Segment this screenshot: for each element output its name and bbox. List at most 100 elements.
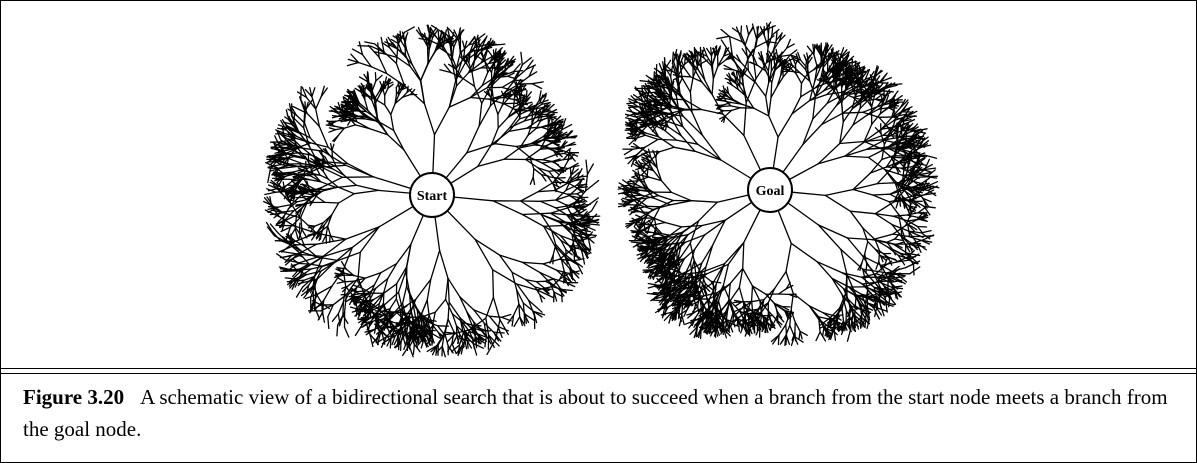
tree-branch bbox=[357, 61, 372, 68]
tree-branch bbox=[540, 213, 559, 222]
tree-branch bbox=[509, 120, 525, 129]
tree-branch bbox=[395, 265, 408, 285]
tree-branch bbox=[712, 65, 719, 80]
tree-branch bbox=[742, 301, 754, 313]
tree-branch bbox=[488, 315, 499, 328]
tree-branch bbox=[745, 312, 753, 315]
tree-branch bbox=[699, 320, 707, 329]
tree-branch bbox=[390, 113, 395, 131]
tree-branch bbox=[538, 94, 547, 101]
tree-branch bbox=[429, 26, 437, 38]
tree-branch bbox=[288, 127, 300, 133]
tree-branch bbox=[507, 109, 519, 119]
tree-branch bbox=[358, 76, 368, 82]
tree-branch bbox=[480, 52, 486, 63]
tree-branch bbox=[845, 321, 852, 333]
tree-branch bbox=[365, 116, 379, 122]
tree-branch bbox=[447, 345, 454, 354]
tree-branch bbox=[373, 51, 386, 55]
tree-branch bbox=[824, 194, 851, 212]
tree-branch bbox=[644, 138, 659, 149]
tree-branch bbox=[473, 34, 479, 49]
tree-branch bbox=[401, 31, 406, 41]
tree-branch bbox=[269, 154, 282, 171]
tree-branch bbox=[477, 158, 505, 168]
tree-branch bbox=[773, 302, 779, 313]
tree-branch bbox=[515, 289, 524, 304]
tree-branch bbox=[852, 182, 879, 191]
tree-branch bbox=[314, 229, 320, 236]
tree-branch bbox=[408, 336, 415, 348]
tree-branch bbox=[400, 86, 408, 91]
tree-branch bbox=[288, 268, 305, 283]
tree-branch bbox=[691, 305, 699, 313]
tree-branch bbox=[468, 62, 473, 73]
tree-branch bbox=[573, 253, 581, 261]
tree-branch bbox=[568, 224, 579, 241]
tree-branch bbox=[555, 195, 570, 201]
tree-branch bbox=[644, 242, 657, 245]
tree-branch bbox=[266, 196, 274, 207]
tree-branch bbox=[825, 327, 830, 338]
tree-branch bbox=[705, 244, 714, 268]
tree-branch bbox=[289, 192, 294, 202]
tree-branch bbox=[552, 278, 562, 291]
tree-branch bbox=[560, 141, 568, 148]
tree-branch bbox=[536, 285, 553, 291]
tree-branch bbox=[916, 216, 929, 221]
tree-branch bbox=[301, 284, 310, 293]
tree-branch bbox=[840, 248, 864, 270]
tree-branch bbox=[720, 159, 752, 180]
tree-branch bbox=[549, 212, 571, 226]
tree-branch bbox=[358, 290, 366, 299]
tree-branch bbox=[310, 278, 318, 299]
tree-branch bbox=[918, 144, 932, 149]
tree-branch bbox=[851, 320, 860, 328]
tree-branch bbox=[690, 200, 718, 203]
tree-branch bbox=[579, 210, 593, 220]
tree-branch bbox=[357, 103, 367, 113]
tree-branch bbox=[851, 320, 854, 331]
tree-branch bbox=[927, 181, 939, 187]
tree-branch bbox=[705, 263, 730, 275]
tree-branch bbox=[319, 225, 329, 233]
tree-branch bbox=[547, 116, 557, 119]
tree-branch bbox=[320, 186, 337, 193]
tree-branch bbox=[907, 223, 911, 237]
tree-branch bbox=[793, 335, 804, 343]
tree-branch bbox=[674, 294, 682, 303]
tree-branch bbox=[311, 96, 317, 110]
tree-branch bbox=[551, 168, 560, 176]
tree-branch bbox=[821, 327, 825, 338]
tree-branch bbox=[518, 106, 522, 120]
tree-branch bbox=[309, 225, 316, 233]
tree-branch bbox=[315, 96, 322, 110]
tree-branch bbox=[468, 330, 479, 336]
tree-branch bbox=[686, 298, 690, 308]
tree-branch bbox=[765, 81, 770, 97]
tree-branch bbox=[444, 298, 453, 315]
start-tree bbox=[262, 24, 601, 358]
tree-branch bbox=[363, 90, 370, 97]
tree-branch bbox=[851, 305, 855, 319]
tree-branch bbox=[862, 255, 882, 267]
tree-branch bbox=[716, 282, 731, 294]
tree-branch bbox=[564, 276, 574, 284]
tree-branch bbox=[300, 200, 309, 218]
tree-branch bbox=[487, 334, 495, 349]
tree-branch bbox=[404, 32, 409, 41]
tree-branch bbox=[305, 96, 317, 110]
tree-branch bbox=[352, 100, 356, 107]
tree-branch bbox=[295, 135, 312, 144]
tree-branch bbox=[346, 117, 357, 121]
tree-branch bbox=[887, 246, 899, 257]
tree-branch bbox=[785, 284, 794, 290]
tree-branch bbox=[282, 121, 293, 125]
tree-branch bbox=[570, 164, 580, 168]
tree-branch bbox=[867, 240, 877, 251]
tree-branch bbox=[570, 168, 579, 176]
tree-branch bbox=[435, 35, 445, 48]
tree-branch bbox=[481, 78, 494, 87]
tree-branch bbox=[464, 332, 471, 342]
tree-branch bbox=[346, 61, 360, 67]
